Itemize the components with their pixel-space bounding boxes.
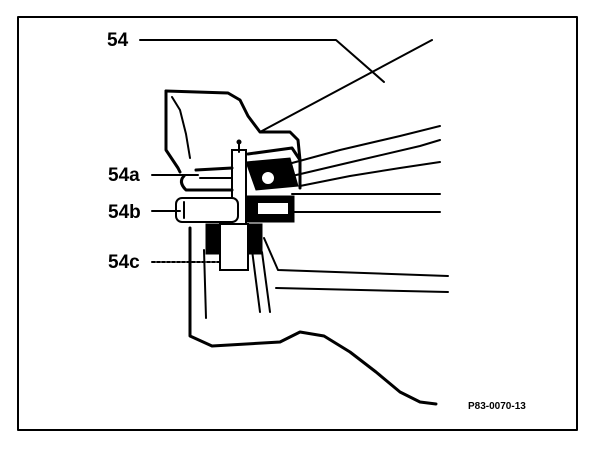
figure-code: P83-0070-13 [468, 401, 526, 412]
callout-54a: 54a [108, 165, 140, 186]
leader-lines [139, 39, 385, 263]
drawing-frame [17, 16, 578, 431]
callout-54c: 54c [108, 252, 140, 273]
callout-54b: 54b [108, 202, 141, 223]
bolt-assembly [175, 139, 302, 271]
housing-54 [164, 39, 449, 406]
callout-54: 54 [107, 30, 129, 51]
